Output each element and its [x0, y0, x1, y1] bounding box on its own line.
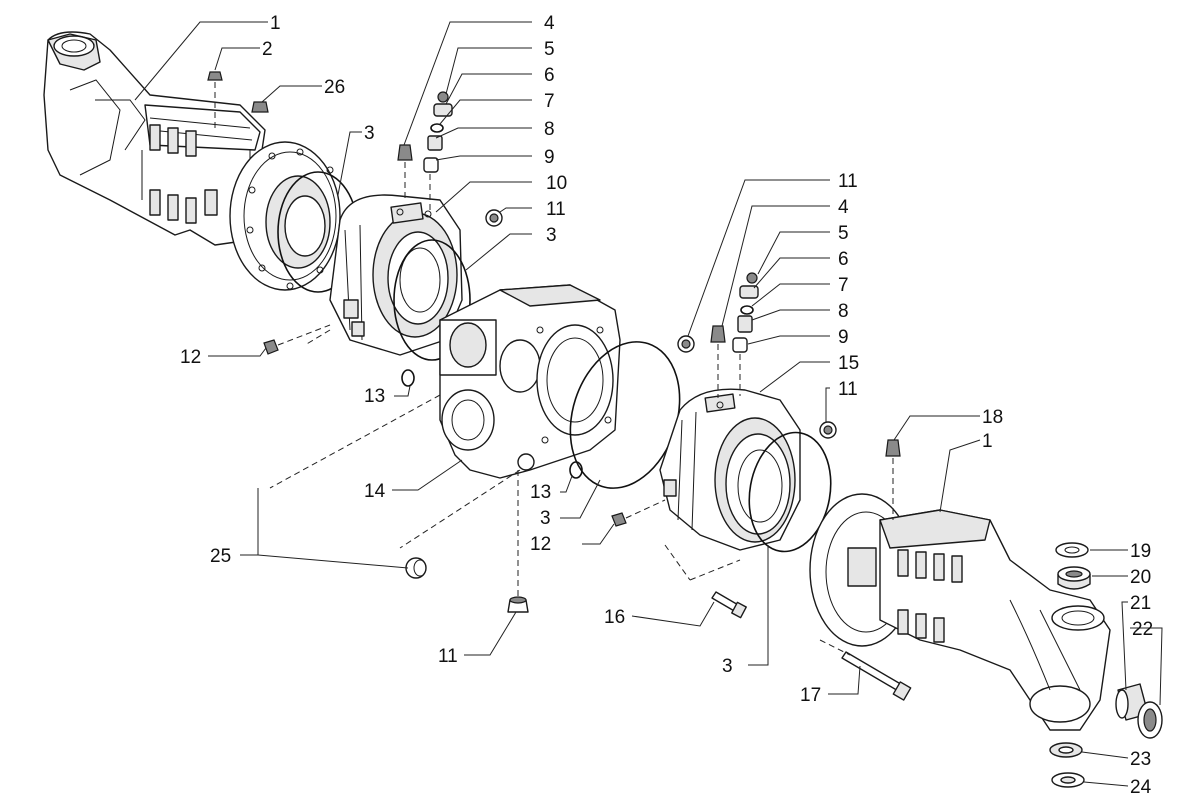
right-axle-housing — [809, 493, 1111, 731]
fitting-stack-left — [397, 91, 453, 210]
callout-4-right: 4 — [838, 197, 849, 218]
plug-11c — [677, 335, 695, 353]
callout-3-a: 3 — [364, 123, 375, 144]
callout-5-left: 5 — [544, 39, 555, 60]
callout-15: 15 — [838, 353, 859, 374]
callout-17: 17 — [800, 685, 821, 706]
o-ring-13a — [401, 369, 415, 387]
plug-2 — [207, 71, 223, 130]
bolt-16 — [689, 559, 747, 619]
callout-12-left: 12 — [180, 347, 201, 368]
callout-16: 16 — [604, 607, 625, 628]
left-axle-housing — [43, 31, 341, 291]
callout-13-left: 13 — [364, 386, 385, 407]
o-ring-3b — [393, 239, 471, 361]
callout-3-d: 3 — [722, 656, 733, 677]
callout-9-right: 9 — [838, 327, 849, 348]
callout-22: 22 — [1132, 619, 1153, 640]
callout-5-right: 5 — [838, 223, 849, 244]
callout-1-right: 1 — [982, 431, 993, 452]
callout-14: 14 — [364, 481, 386, 502]
bearing-20 — [1057, 566, 1091, 590]
callout-11-a: 11 — [546, 199, 566, 220]
callout-9-left: 9 — [544, 147, 555, 168]
washer-24 — [1051, 772, 1085, 788]
callout-3-b: 3 — [546, 225, 557, 246]
callout-24: 24 — [1130, 777, 1152, 798]
seal-22 — [1137, 701, 1163, 739]
callout-11-bottom: 11 — [438, 646, 458, 667]
callout-3-c: 3 — [540, 508, 551, 529]
plug-26 — [251, 101, 269, 113]
bushing-25 — [405, 557, 427, 579]
callout-8-right: 8 — [838, 301, 849, 322]
callout-19: 19 — [1130, 541, 1151, 562]
callout-numbers: 1 2 26 3 4 5 6 7 8 9 10 11 3 12 13 14 25… — [180, 13, 1153, 798]
callout-18: 18 — [982, 407, 1003, 428]
plug-12a — [263, 324, 331, 355]
o-ring-3d — [748, 431, 832, 553]
callout-4-left: 4 — [544, 13, 555, 34]
callout-11-c: 11 — [838, 171, 858, 192]
washer-23 — [1049, 742, 1083, 758]
carrier-housing-14 — [439, 284, 621, 479]
callout-11-d: 11 — [838, 379, 858, 400]
callout-8-left: 8 — [544, 119, 555, 140]
washer-19 — [1055, 542, 1089, 558]
brake-housing-15 — [659, 388, 801, 551]
brake-housing-10 — [329, 194, 463, 356]
callout-25: 25 — [210, 546, 231, 567]
callout-13-right: 13 — [530, 482, 551, 503]
callout-6-left: 6 — [544, 65, 555, 86]
callout-6-right: 6 — [838, 249, 849, 270]
fitting-stack-right — [710, 272, 759, 398]
callout-26: 26 — [324, 77, 345, 98]
callout-7-left: 7 — [544, 91, 555, 112]
bolt-17 — [841, 651, 912, 701]
callout-2: 2 — [262, 39, 273, 60]
plug-11d — [819, 421, 837, 439]
plug-12b — [611, 499, 666, 527]
callout-10: 10 — [546, 173, 567, 194]
callout-21: 21 — [1130, 593, 1151, 614]
plug-11a — [485, 209, 503, 227]
assembly-lines — [269, 329, 851, 656]
plug-11b — [507, 470, 529, 613]
leader-lines — [134, 21, 1163, 787]
callout-23: 23 — [1130, 749, 1151, 770]
callout-20: 20 — [1130, 567, 1151, 588]
fitting-18 — [885, 439, 901, 520]
callout-1-left: 1 — [270, 13, 281, 34]
callout-12-right: 12 — [530, 534, 551, 555]
callout-7-right: 7 — [838, 275, 849, 296]
